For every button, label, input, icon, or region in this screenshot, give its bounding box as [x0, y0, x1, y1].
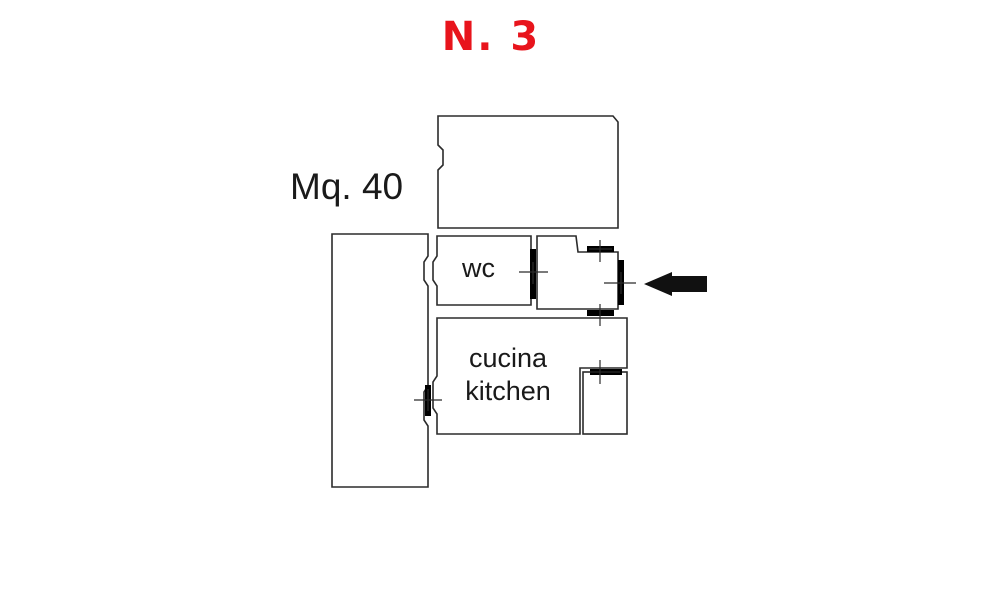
wc-label: wc	[462, 253, 495, 283]
arrow-left-icon	[644, 272, 707, 296]
kitchen-label-italian: cucina	[468, 343, 548, 373]
hallway-outline	[536, 235, 619, 310]
kitchen-label-english: kitchen	[465, 376, 551, 406]
storage-room-outline	[582, 371, 628, 435]
large-room-outline	[331, 233, 429, 488]
area-label: Mq. 40	[290, 166, 404, 207]
apartment-number-title: N. 3	[441, 14, 541, 60]
upper-room-outline	[437, 115, 619, 229]
door-tick-marks	[414, 240, 636, 411]
kitchen-room-outline	[432, 317, 628, 435]
